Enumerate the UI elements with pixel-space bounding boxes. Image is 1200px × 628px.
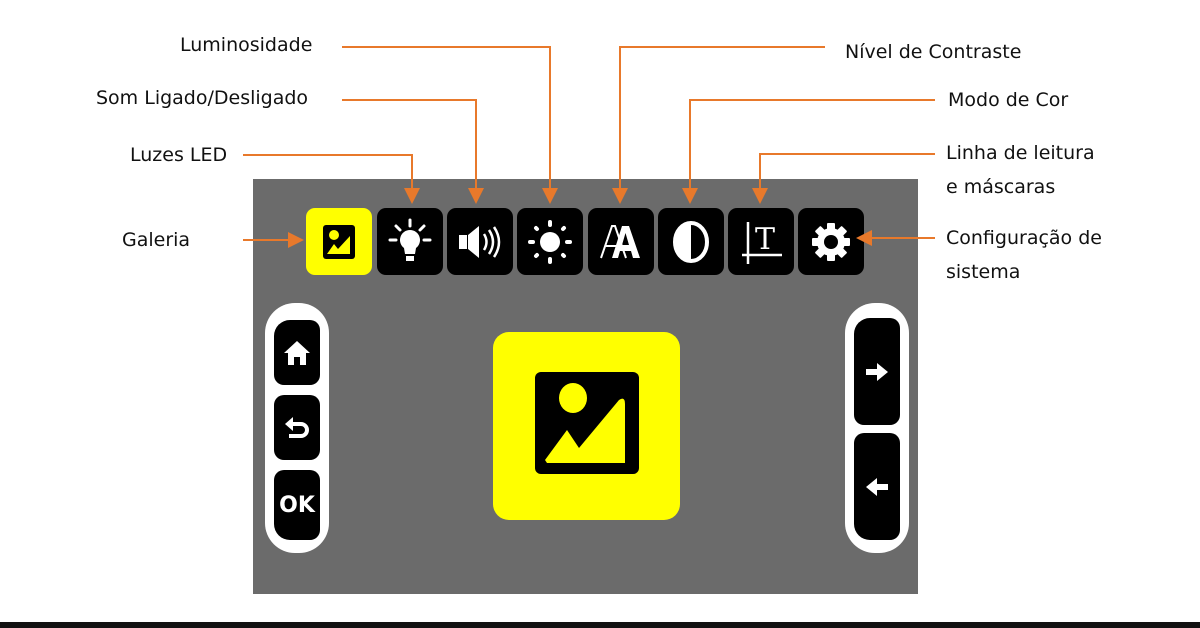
lightbulb-icon — [388, 218, 432, 261]
label-configuracao: Configuração de — [946, 227, 1102, 249]
label-contraste: Nível de Contraste — [845, 41, 1022, 63]
right-control-panel — [845, 303, 909, 553]
previous-button[interactable] — [854, 433, 900, 540]
gear-icon — [812, 222, 850, 261]
home-icon — [284, 340, 310, 365]
arrow-right-icon — [866, 362, 888, 381]
label-modo-cor: Modo de Cor — [948, 89, 1069, 111]
label-som: Som Ligado/Desligado — [96, 87, 309, 109]
sun-icon — [528, 219, 572, 264]
reading-line-icon: T — [742, 221, 782, 264]
undo-icon — [285, 416, 309, 438]
gallery-preview[interactable] — [493, 332, 680, 520]
color-mode-button[interactable] — [658, 208, 724, 275]
label-galeria: Galeria — [122, 229, 191, 251]
back-button[interactable] — [274, 395, 320, 460]
ok-button[interactable]: OK — [274, 470, 320, 540]
label-luzes-led: Luzes LED — [130, 144, 228, 166]
home-button[interactable] — [274, 320, 320, 385]
svg-text:T: T — [755, 222, 775, 257]
label-linha-leitura: Linha de leitura — [946, 142, 1095, 164]
half-circle-icon — [673, 220, 709, 263]
bottom-border — [0, 622, 1200, 628]
left-control-panel: OK — [265, 303, 329, 553]
system-settings-button[interactable] — [798, 208, 864, 275]
speaker-icon — [459, 225, 501, 258]
label-configuracao-2: sistema — [946, 261, 1021, 283]
gallery-button[interactable] — [306, 208, 372, 275]
arrow-left-icon — [866, 477, 888, 496]
leader-luminosidade — [342, 46, 558, 204]
font-contrast-icon — [600, 224, 640, 258]
next-button[interactable] — [854, 318, 900, 425]
label-luminosidade: Luminosidade — [180, 34, 313, 56]
sound-toggle-button[interactable] — [447, 208, 513, 275]
gallery-large-icon — [534, 372, 639, 474]
gallery-icon — [323, 224, 355, 259]
brightness-button[interactable] — [517, 208, 583, 275]
label-linha-leitura-2: e máscaras — [946, 176, 1056, 198]
contrast-level-button[interactable] — [588, 208, 654, 275]
reading-line-button[interactable]: T — [728, 208, 794, 275]
leader-contraste — [612, 46, 825, 204]
led-lights-button[interactable] — [377, 208, 443, 275]
